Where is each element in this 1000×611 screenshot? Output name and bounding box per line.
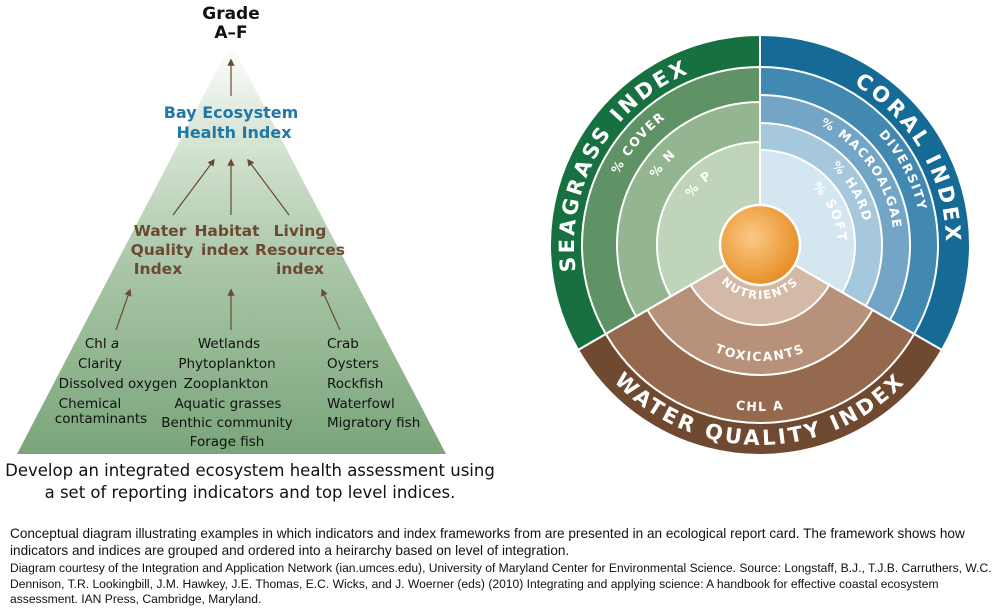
arrow-indicators-to-water-quality (115, 288, 132, 331)
water-quality-index-line-1: Water (134, 222, 187, 240)
living-resources-indicators: Crab Oysters Rockfish Waterfowl Migrator… (327, 336, 420, 431)
summary-line-1: Develop an integrated ecosystem health a… (5, 461, 495, 480)
grade-title: Grade (202, 4, 260, 24)
arrow-living-resources-to-top (247, 158, 290, 216)
indicator-migratory-fish: Migratory fish (327, 415, 420, 431)
water-quality-index-line-3: Index (134, 260, 182, 278)
indicator-chemical: Chemical (59, 396, 122, 412)
indicator-aquatic-grasses: Aquatic grasses (175, 396, 282, 412)
living-resources-index-line-3: index (276, 260, 324, 278)
summary-line-2: a set of reporting indicators and top le… (44, 483, 456, 502)
caption-text: Conceptual diagram illustrating examples… (10, 526, 965, 558)
top-index-line-2: Health Index (176, 123, 292, 142)
indicator-crab: Crab (327, 336, 359, 352)
top-index-label: Bay Ecosystem Health Index (164, 103, 299, 142)
credit-text: Diagram courtesy of the Integration and … (10, 561, 992, 606)
indicator-rockfish: Rockfish (327, 376, 383, 392)
indicator-wetlands: Wetlands (198, 336, 260, 352)
indicator-oysters: Oysters (327, 356, 379, 372)
top-index-line-1: Bay Ecosystem (164, 103, 299, 122)
grade-range: A–F (214, 23, 247, 43)
indicator-clarity: Clarity (78, 356, 122, 372)
middle-indices: Water Quality Index Habitat index Living… (131, 222, 345, 278)
water-quality-index-line-2: Quality (131, 241, 194, 259)
arrow-indicators-to-living-resources (321, 288, 341, 331)
indicator-phytoplankton: Phytoplankton (178, 356, 275, 372)
indicator-contaminants: contaminants (55, 411, 147, 427)
arrow-water-quality-to-top (172, 158, 215, 216)
indicator-dissolved-oxygen: Dissolved oxygen (59, 376, 178, 392)
wheel-sectors (549, 33, 971, 456)
living-resources-index-line-1: Living (274, 222, 327, 240)
water-quality-chl-a-label: CHL A (735, 397, 785, 414)
indicator-waterfowl: Waterfowl (327, 396, 395, 412)
living-resources-index-line-2: Resources (255, 241, 345, 259)
indicator-benthic-community: Benthic community (161, 415, 293, 431)
indicator-chl-a: Chl a (85, 336, 119, 352)
pyramid-shape (17, 43, 446, 454)
summary-text: Develop an integrated ecosystem health a… (0, 460, 500, 504)
habitat-indicators: Wetlands Phytoplankton Zooplankton Aquat… (161, 336, 293, 450)
water-quality-indicators: Chl a Clarity Dissolved oxygen Chemical … (55, 336, 178, 427)
habitat-index-line-1: Habitat (194, 222, 260, 240)
center-circle (718, 203, 802, 287)
indicator-zooplankton: Zooplankton (184, 376, 269, 392)
habitat-index-line-2: index (201, 241, 249, 259)
indicator-forage-fish: Forage fish (190, 434, 265, 450)
pyramid-diagram: Grade A–F Bay Ecosystem Health Index Wat… (17, 4, 446, 454)
